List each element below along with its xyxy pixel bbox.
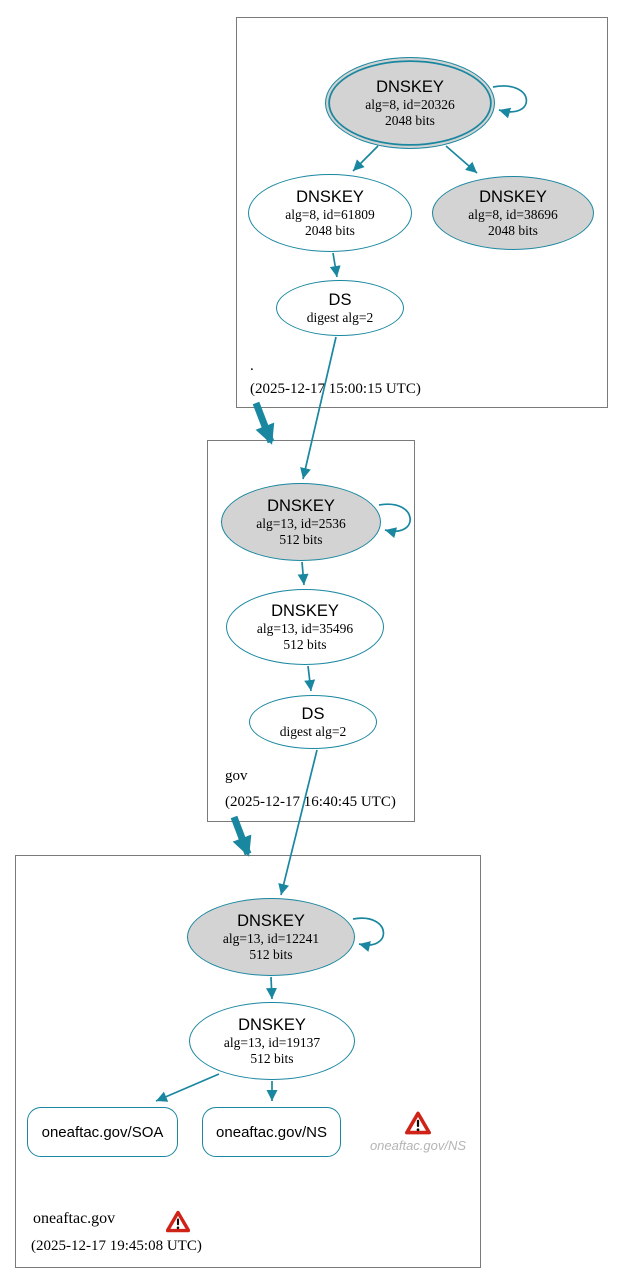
zone-timestamp-oneaftac: (2025-12-17 19:45:08 UTC) (31, 1238, 202, 1254)
node-detail: 2048 bits (488, 222, 538, 238)
ds-gov-node[interactable]: DS digest alg=2 (249, 695, 377, 749)
warning-icon[interactable] (405, 1111, 431, 1140)
node-detail: digest alg=2 (279, 723, 347, 739)
zone-name-root: . (250, 358, 254, 374)
record-label: oneaftac.gov/SOA (41, 1123, 164, 1141)
node-detail: alg=8, id=61809 (285, 206, 375, 222)
node-title: DNSKEY (479, 187, 547, 206)
zone-name-oneaftac: oneaftac.gov (33, 1210, 116, 1227)
node-detail: alg=13, id=2536 (256, 515, 346, 531)
delegation-arrow-root-to-gov (252, 401, 275, 445)
node-detail: 2048 bits (385, 112, 435, 128)
node-title: DNSKEY (376, 77, 444, 96)
record-label: oneaftac.gov/NS (216, 1123, 327, 1141)
dnskey-61809-node[interactable]: DNSKEY alg=8, id=61809 2048 bits (248, 174, 412, 252)
warning-icon[interactable] (165, 1210, 191, 1238)
node-title: DNSKEY (271, 601, 339, 620)
node-title: DS (301, 704, 325, 723)
node-title: DS (328, 290, 352, 309)
node-title: DNSKEY (267, 496, 335, 515)
zone-timestamp-root: (2025-12-17 15:00:15 UTC) (250, 381, 421, 397)
warning-caption-ns: oneaftac.gov/NS (369, 1138, 467, 1153)
zone-name-gov: gov (225, 768, 248, 784)
node-detail: alg=13, id=19137 (223, 1034, 321, 1050)
zone-timestamp-gov: (2025-12-17 16:40:45 UTC) (225, 794, 396, 810)
dnskey-2536-node[interactable]: DNSKEY alg=13, id=2536 512 bits (221, 483, 381, 561)
soa-record-node[interactable]: oneaftac.gov/SOA (27, 1107, 178, 1157)
node-title: DNSKEY (296, 187, 364, 206)
node-detail: 2048 bits (305, 222, 355, 238)
dnskey-19137-node[interactable]: DNSKEY alg=13, id=19137 512 bits (189, 1002, 355, 1080)
dnskey-38696-node[interactable]: DNSKEY alg=8, id=38696 2048 bits (432, 176, 594, 250)
node-detail: alg=13, id=12241 (222, 930, 320, 946)
dnskey-35496-node[interactable]: DNSKEY alg=13, id=35496 512 bits (226, 589, 384, 665)
dnskey-20326-node[interactable]: DNSKEY alg=8, id=20326 2048 bits (325, 57, 495, 149)
node-detail: 512 bits (250, 1050, 294, 1066)
node-detail: 512 bits (249, 946, 293, 962)
ds-root-node[interactable]: DS digest alg=2 (276, 280, 404, 336)
node-detail: alg=8, id=38696 (468, 206, 558, 222)
delegation-arrow-gov-to-oneaftac (230, 815, 252, 857)
dnskey-12241-node[interactable]: DNSKEY alg=13, id=12241 512 bits (187, 898, 355, 976)
node-detail: digest alg=2 (306, 309, 374, 325)
node-detail: alg=8, id=20326 (365, 96, 455, 112)
ns-record-node[interactable]: oneaftac.gov/NS (202, 1107, 341, 1157)
node-detail: alg=13, id=35496 (256, 620, 354, 636)
node-detail: 512 bits (283, 636, 327, 652)
node-detail: 512 bits (279, 531, 323, 547)
node-title: DNSKEY (237, 911, 305, 930)
node-title: DNSKEY (238, 1015, 306, 1034)
